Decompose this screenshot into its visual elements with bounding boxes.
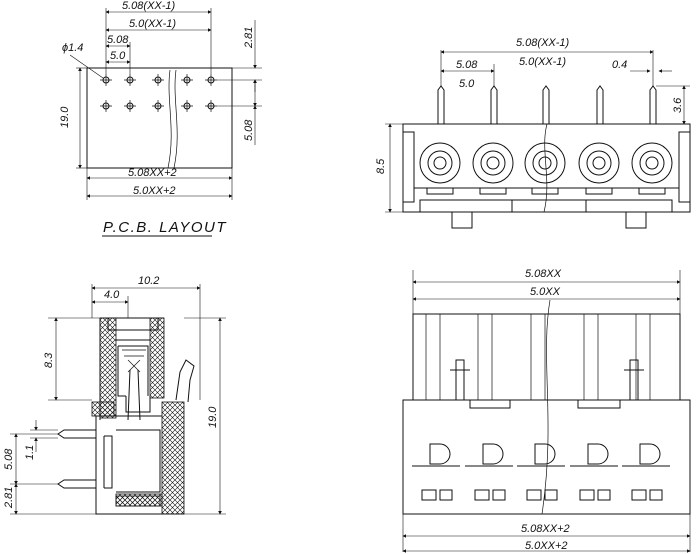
front-dim-width-top: 5.08XX	[525, 268, 562, 280]
top-dim-pitch-total: 5.08(XX-1)	[516, 37, 570, 49]
top-dim-pin-length: 3.6	[672, 97, 684, 113]
side-dim-height-upper: 8.3	[43, 352, 55, 368]
pcb-dim-pitch-total-alt: 5.0(XX-1)	[129, 18, 176, 30]
pcb-dim-hole-diameter: ϕ1.4	[62, 42, 83, 54]
pcb-break-line	[167, 69, 178, 169]
side-dim-offset: 4.0	[104, 289, 120, 301]
top-dim-height: 8.5	[375, 158, 387, 174]
top-view-break-line	[543, 123, 548, 213]
pcb-dim-pitch: 5.08	[107, 34, 129, 46]
pcb-layout-title: P.C.B. LAYOUT	[103, 219, 227, 236]
pcb-outline	[86, 67, 233, 169]
side-dim-pin-spacing: 5.08	[3, 448, 15, 470]
side-dim-pin-offset: 2.81	[3, 487, 15, 509]
front-dim-width-top-alt: 5.0XX	[530, 286, 561, 298]
pcb-holes	[100, 74, 217, 112]
pcb-dim-row-spacing: 5.08	[243, 119, 255, 141]
top-dim-pitch: 5.08	[456, 59, 478, 71]
top-view-contacts	[419, 142, 673, 195]
pcb-layout-view: 5.08(XX-1) 5.0(XX-1) 5.08 5.0 ϕ1.4 2.81 …	[59, 0, 262, 237]
front-view: 5.08XX 5.0XX 5.08XX+2 5.0XX+2	[402, 268, 691, 553]
front-dim-width-bottom-alt: 5.0XX+2	[525, 540, 568, 552]
side-dim-height-total: 19.0	[207, 406, 219, 428]
pcb-dim-row-offset: 2.81	[243, 27, 255, 49]
side-dim-pin-width: 1.1	[24, 445, 36, 460]
front-dim-width-bottom: 5.08XX+2	[521, 523, 570, 535]
side-dim-depth: 10.2	[138, 275, 159, 287]
pcb-dim-overall-width-alt: 5.0XX+2	[133, 185, 176, 197]
pcb-dim-pitch-alt: 5.0	[110, 50, 126, 62]
pcb-dim-overall-width: 5.08XX+2	[128, 167, 177, 179]
side-view: 10.2 4.0 8.3 19.0 5.08 2.81 1.1	[3, 275, 226, 515]
top-dim-pitch-total-alt: 5.0(XX-1)	[519, 56, 566, 68]
front-view-body	[402, 399, 691, 515]
front-view-break-line	[541, 299, 551, 515]
top-view-body	[402, 123, 691, 213]
top-dim-pitch-alt: 5.0	[459, 78, 475, 90]
top-dim-pin-width: 0.4	[612, 59, 627, 71]
side-view-pin-bottom	[57, 479, 96, 489]
pcb-dim-height: 19.0	[59, 106, 71, 128]
top-view: 5.08(XX-1) 5.0(XX-1) 5.08 5.0 0.4 3.6 8.…	[375, 37, 691, 229]
top-view-pins	[437, 85, 657, 124]
pcb-dim-pitch-total: 5.08(XX-1)	[122, 0, 176, 12]
front-view-contacts	[412, 443, 670, 501]
side-view-pin-top	[57, 429, 96, 439]
